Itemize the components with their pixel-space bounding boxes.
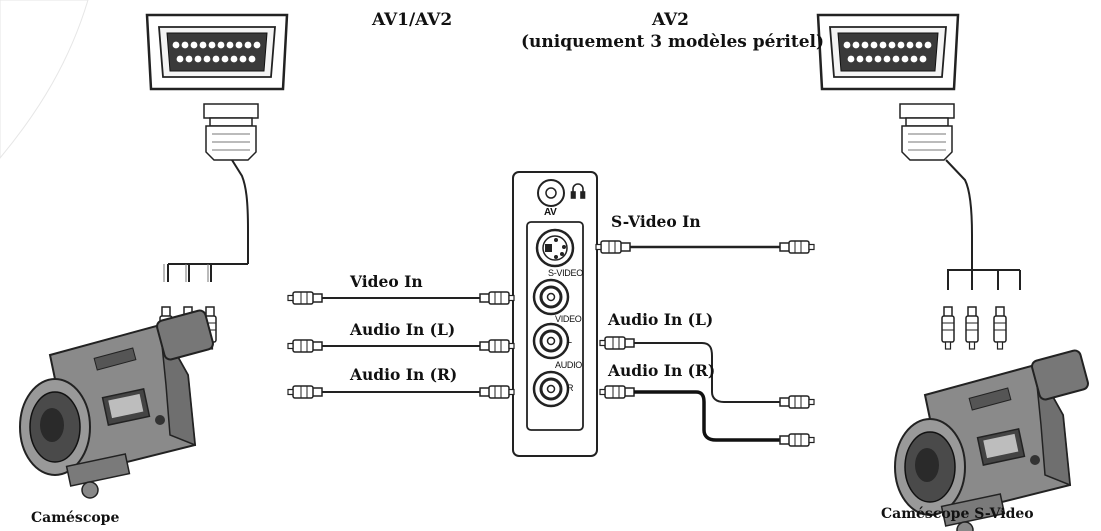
- av2-note: (uniquement 3 modèles péritel): [521, 32, 825, 52]
- video-jack[interactable]: [532, 278, 570, 316]
- video-in-cable: [288, 291, 515, 305]
- video-in-label: Video In: [350, 272, 423, 291]
- audio-in-r-left-cable: [288, 385, 515, 399]
- right-camera-label: Caméscope S-Video: [881, 506, 1034, 522]
- right-rca-plugs: [941, 306, 1007, 350]
- av-input-panel: [512, 171, 598, 457]
- left-camera-label: Caméscope: [31, 510, 120, 526]
- right-camcorder-image: [894, 348, 1091, 531]
- r-port-label: R: [567, 383, 574, 393]
- audio-l-jack[interactable]: [532, 322, 570, 360]
- av-port-label: AV: [544, 207, 557, 218]
- left-camcorder-image: [19, 308, 216, 499]
- s-video-port-label: S-VIDEO: [548, 268, 583, 278]
- s-video-in-label: S-Video In: [611, 212, 701, 231]
- decorative-corner: [0, 0, 89, 159]
- video-port-label: VIDEO: [555, 314, 582, 324]
- audio-in-l-right-label: Audio In (L): [608, 310, 714, 329]
- av1-av2-title: AV1/AV2: [372, 10, 453, 30]
- right-scart-connector: [816, 13, 960, 91]
- av2-title: AV2: [652, 10, 689, 30]
- right-scart-plug: [899, 103, 955, 161]
- audio-in-r-right-label: Audio In (R): [608, 361, 716, 380]
- left-scart-connector: [145, 13, 289, 91]
- audio-in-l-left-label: Audio In (L): [350, 320, 456, 339]
- l-port-label: L: [567, 335, 572, 345]
- audio-port-label: AUDIO: [555, 360, 583, 370]
- left-scart-plug: [203, 103, 259, 161]
- right-scart-cable: [945, 159, 1021, 290]
- audio-in-l-right-cable: [600, 337, 815, 409]
- headphone-icon: [570, 183, 586, 199]
- audio-r-jack[interactable]: [532, 370, 570, 408]
- s-video-in-cable: [596, 240, 815, 254]
- audio-in-r-left-label: Audio In (R): [350, 365, 458, 384]
- audio-in-l-left-cable: [288, 339, 515, 353]
- s-video-jack[interactable]: [535, 228, 575, 268]
- audio-in-r-right-cable: [600, 386, 815, 447]
- left-scart-cable: [163, 159, 249, 282]
